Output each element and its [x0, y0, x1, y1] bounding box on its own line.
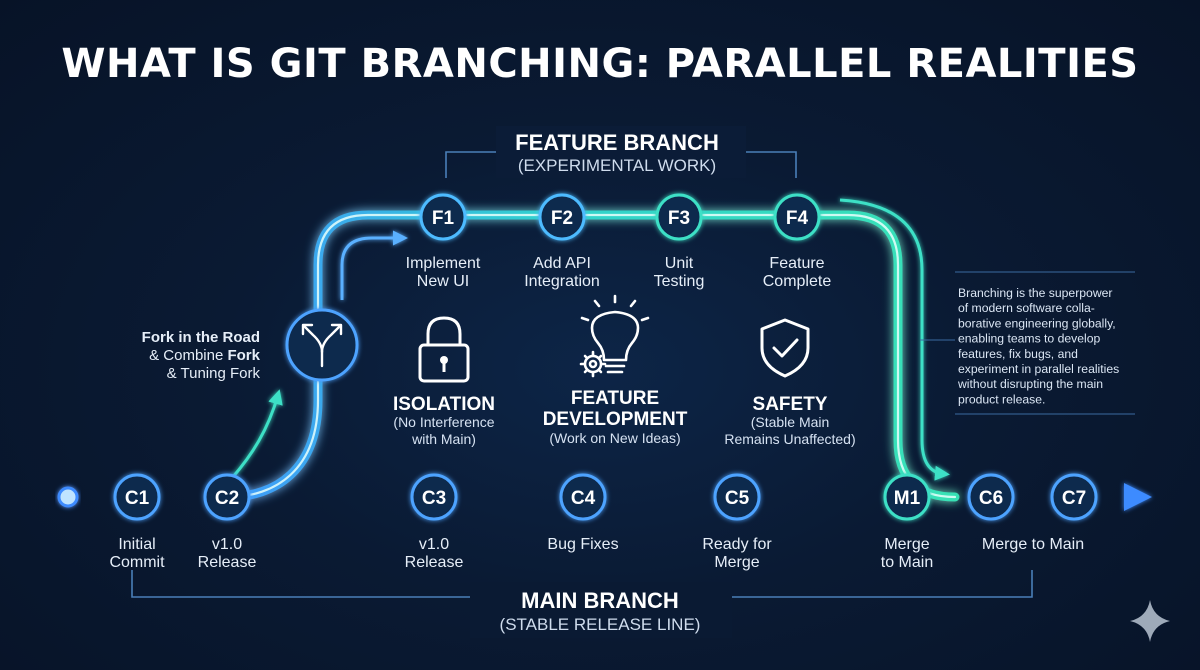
main-branch-subtitle: (STABLE RELEASE LINE)	[500, 615, 701, 634]
commit-caption: Bug Fixes	[547, 536, 618, 553]
fork-arrows-icon	[301, 323, 343, 368]
branch-guide-arrow	[340, 230, 408, 300]
fork-caption-line3: & Tuning Fork	[167, 365, 261, 382]
commit-id: M1	[894, 488, 921, 509]
commit-id: C2	[215, 488, 239, 509]
main-branch-title: MAIN BRANCH	[521, 588, 679, 613]
feature-safety: SAFETY (Stable Main Remains Unaffected)	[724, 318, 856, 447]
commit-caption: Unit	[665, 255, 694, 272]
shield-check-icon	[760, 318, 810, 378]
main-branch-arrowhead	[1124, 483, 1152, 511]
commit-id: C3	[422, 488, 446, 509]
main-commits: C1InitialCommitC2v1.0ReleaseC3v1.0Releas…	[109, 473, 1098, 571]
isolation-title: ISOLATION	[393, 394, 495, 415]
merge-guide-arrow	[839, 198, 950, 481]
commit-id: C7	[1062, 488, 1086, 509]
feature-branch-line	[223, 210, 960, 502]
main-branch-footer: MAIN BRANCH (STABLE RELEASE LINE)	[131, 570, 1033, 638]
commit-caption: Feature	[769, 255, 824, 272]
safety-subtitle-line2: Remains Unaffected)	[724, 431, 855, 447]
feature-branch-header: FEATURE BRANCH (EXPERIMENTAL WORK)	[445, 126, 797, 178]
commit-caption: to Main	[881, 554, 933, 571]
side-note-line: enabling teams to develop	[958, 332, 1101, 346]
side-note-line: of modern software colla-	[958, 301, 1095, 315]
fork-caption-line2: & Combine Fork	[149, 347, 261, 364]
lightbulb-gear-icon	[579, 294, 650, 378]
feature-development: FEATURE DEVELOPMENT (Work on New Ideas)	[543, 294, 688, 446]
development-subtitle: (Work on New Ideas)	[549, 430, 680, 446]
safety-subtitle-line1: (Stable Main	[751, 414, 830, 430]
sparkle-icon	[1130, 600, 1170, 642]
commit-caption: Initial	[118, 536, 155, 553]
commit-caption: Release	[405, 554, 464, 571]
commit-caption: v1.0	[212, 536, 242, 553]
isolation-subtitle-line1: (No Interference	[393, 414, 494, 430]
commit-caption: Complete	[763, 273, 832, 290]
development-title-line2: DEVELOPMENT	[543, 409, 688, 430]
commit-caption: Implement	[406, 255, 481, 272]
commit-id: F3	[668, 208, 690, 229]
isolation-subtitle-line2: with Main)	[411, 431, 476, 447]
development-title-line1: FEATURE	[571, 388, 659, 409]
commit-id: F2	[551, 208, 573, 229]
commit-caption: Commit	[109, 554, 165, 571]
fork-guide-arrow	[230, 389, 283, 479]
commit-caption: Integration	[524, 273, 600, 290]
commit-id: F4	[786, 208, 809, 229]
commit-id: F1	[432, 208, 455, 229]
side-note-line: borative engineering globally,	[958, 316, 1116, 330]
side-note-line: without disrupting the main	[957, 377, 1103, 391]
commit-caption: v1.0	[419, 536, 449, 553]
commit-caption: Merge to Main	[982, 536, 1084, 553]
commit-id: C4	[571, 488, 596, 509]
commit-caption: Merge	[884, 536, 929, 553]
feature-branch-subtitle: (EXPERIMENTAL WORK)	[518, 156, 716, 175]
main-commit-c7: C7	[1050, 473, 1098, 521]
safety-title: SAFETY	[753, 394, 828, 415]
feature-branch-title: FEATURE BRANCH	[515, 130, 719, 155]
commit-caption: Testing	[654, 273, 705, 290]
feature-isolation: ISOLATION (No Interference with Main)	[393, 316, 495, 447]
commit-id: C6	[979, 488, 1003, 509]
commit-caption: Ready for	[702, 536, 772, 553]
commit-id: C5	[725, 488, 750, 509]
side-note-line: experiment in parallel realities	[958, 362, 1119, 376]
commit-caption: New UI	[417, 273, 469, 290]
page-title: WHAT IS GIT BRANCHING: PARALLEL REALITIE…	[61, 41, 1138, 87]
side-note-line: features, fix bugs, and	[958, 347, 1078, 361]
commit-caption: Add API	[533, 255, 591, 272]
side-note-line: product release.	[958, 392, 1045, 406]
commit-caption: Release	[198, 554, 257, 571]
commit-caption: Merge	[714, 554, 759, 571]
commit-id: C1	[125, 488, 150, 509]
padlock-icon	[418, 316, 470, 383]
fork-caption: Fork in the Road & Combine Fork & Tuning…	[142, 329, 261, 382]
side-note-line: Branching is the superpower	[958, 286, 1112, 300]
fork-caption-line1: Fork in the Road	[142, 329, 260, 346]
fork-node	[285, 308, 359, 382]
main-branch-start-dot	[57, 486, 79, 508]
